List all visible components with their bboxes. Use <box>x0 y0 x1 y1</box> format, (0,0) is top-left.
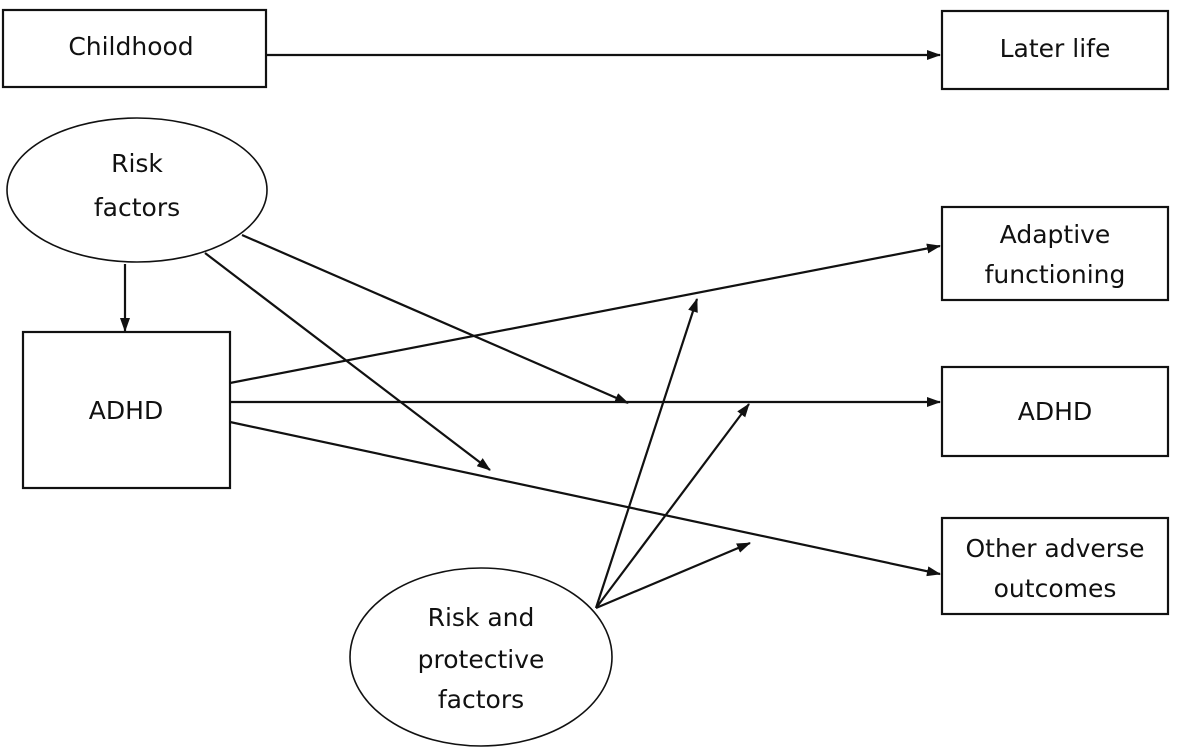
adhd-later-box: ADHD <box>940 365 1170 458</box>
adhd-childhood-label: ADHD <box>89 396 163 425</box>
arrow-risk-factors-moderating-adverse-outcomes <box>204 252 491 471</box>
other-adverse-outcomes-box: Other adverse outcomes <box>940 516 1170 616</box>
arrows <box>120 50 941 610</box>
arrow-protective-to-adverse-path <box>595 541 751 610</box>
arrow-adhd-to-adaptive-functioning <box>229 243 941 385</box>
risk-factors-line-1: Risk <box>111 149 163 178</box>
childhood-label: Childhood <box>68 32 193 61</box>
later-life-box: Later life <box>940 9 1170 91</box>
arrow-adhd-to-other-adverse-outcomes <box>229 420 941 577</box>
adaptive-functioning-box: Adaptive functioning <box>940 205 1170 302</box>
risk-factors-ellipse: Risk factors <box>6 117 268 263</box>
adhd-later-label: ADHD <box>1018 397 1092 426</box>
risk-protective-line-1: Risk and <box>428 603 535 632</box>
childhood-box: Childhood <box>1 8 268 89</box>
adaptive-functioning-line-2: functioning <box>985 260 1126 289</box>
adaptive-functioning-line-1: Adaptive <box>1000 220 1111 249</box>
adhd-childhood-box: ADHD <box>21 330 232 490</box>
other-adverse-line-1: Other adverse <box>966 534 1145 563</box>
arrow-protective-to-adhd-path <box>595 403 750 609</box>
later-life-label: Later life <box>1000 34 1111 63</box>
risk-protective-ellipse: Risk and protective factors <box>349 567 613 747</box>
risk-factors-line-2: factors <box>94 193 180 222</box>
risk-protective-line-2: protective <box>418 645 545 674</box>
arrow-risk-factors-moderating-adhd-persistence <box>241 233 629 405</box>
arrow-protective-to-adaptive-path <box>594 298 699 609</box>
other-adverse-line-2: outcomes <box>994 574 1117 603</box>
risk-protective-line-3: factors <box>438 685 524 714</box>
